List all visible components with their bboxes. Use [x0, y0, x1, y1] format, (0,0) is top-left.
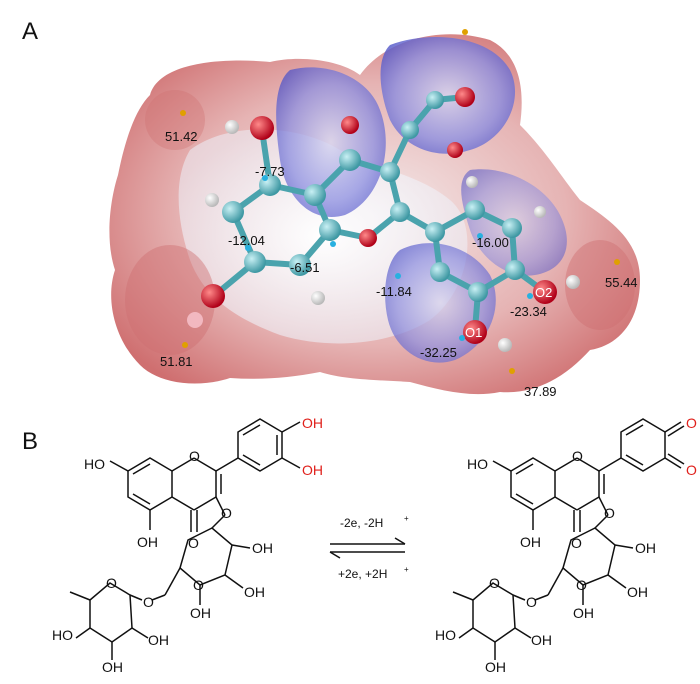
- esp-value: 37.89: [524, 384, 557, 399]
- oxygen-o1: [463, 320, 487, 344]
- esp-value: -11.84: [376, 284, 412, 299]
- esp-value: -6.51: [290, 260, 320, 275]
- group-oh: OH: [520, 534, 541, 550]
- group-oh: OH: [102, 659, 123, 675]
- sugar-ring-o: O: [489, 575, 500, 591]
- group-oh: OH: [635, 540, 656, 556]
- sugar-ring-o: O: [106, 575, 117, 591]
- quinone-o-bottom: O: [686, 462, 697, 478]
- group-oh: OH: [190, 605, 211, 621]
- group-o: O: [188, 535, 199, 551]
- glycosidic-o: O: [143, 594, 154, 610]
- molecule-model: [180, 29, 620, 374]
- group-oh: OH: [573, 605, 594, 621]
- panel-a-label: A: [22, 18, 39, 45]
- quinone-o-top: O: [686, 415, 697, 431]
- ring-o: O: [572, 448, 583, 464]
- panel-b-label: B: [22, 428, 39, 455]
- group-oh: OH: [137, 534, 158, 550]
- group-ho: HO: [467, 456, 488, 472]
- group-oh: OH: [252, 540, 273, 556]
- group-ho: HO: [435, 627, 456, 643]
- group-oh: OH: [627, 584, 648, 600]
- group-ho: HO: [52, 627, 73, 643]
- atom-label-o1: O1: [465, 325, 482, 340]
- esp-value: -16.00: [472, 235, 509, 250]
- reverse-superscript: +: [404, 565, 409, 574]
- esp-value: 55.44: [605, 275, 638, 290]
- glycosidic-o: O: [526, 594, 537, 610]
- group-o: O: [571, 535, 582, 551]
- esp-value: 51.42: [165, 129, 198, 144]
- group-oh: OH: [531, 632, 552, 648]
- ring-o: O: [189, 448, 200, 464]
- structure-reduced: [69, 418, 301, 660]
- sugar-ring-o: O: [576, 577, 587, 593]
- equilibrium-arrows: [329, 537, 406, 559]
- catechol-oh-top: OH: [302, 415, 323, 431]
- group-ho: HO: [84, 456, 105, 472]
- group-oh: OH: [148, 632, 169, 648]
- oxygen-o2: [533, 280, 557, 304]
- sugar-ring-o: O: [193, 577, 204, 593]
- linker-o: O: [221, 505, 232, 521]
- forward-conditions: -2e, -2H: [340, 516, 383, 530]
- esp-value: -23.34: [510, 304, 547, 319]
- esp-value: 51.81: [160, 354, 193, 369]
- group-oh: OH: [244, 584, 265, 600]
- forward-superscript: +: [404, 514, 409, 523]
- group-oh: OH: [485, 659, 506, 675]
- structure-oxidized: [452, 418, 685, 660]
- reverse-conditions: +2e, +2H: [338, 567, 387, 581]
- esp-value: -32.25: [420, 345, 457, 360]
- esp-value: -12.04: [228, 233, 265, 248]
- linker-o: O: [604, 505, 615, 521]
- esp-value: -7.73: [255, 164, 285, 179]
- catechol-oh-bottom: OH: [302, 462, 323, 478]
- atom-label-o2: O2: [535, 285, 552, 300]
